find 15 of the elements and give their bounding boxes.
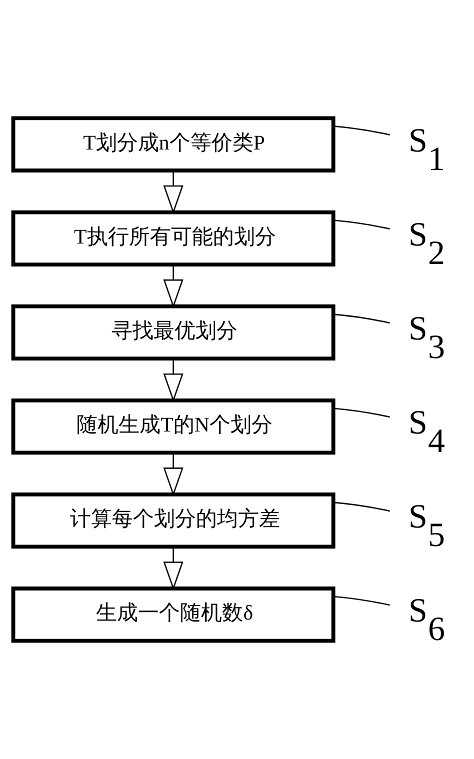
node-box: 寻找最优划分: [11, 304, 336, 361]
node-box: 随机生成T的N个划分: [11, 398, 336, 455]
connector: [333, 502, 390, 512]
connector: [333, 596, 390, 606]
arrow: [163, 452, 184, 496]
connector: [333, 220, 390, 230]
arrow: [163, 358, 184, 402]
arrow: [163, 264, 184, 308]
node-box: 计算每个划分的均方差: [11, 492, 336, 549]
node-box: T执行所有可能的划分: [11, 210, 336, 266]
connector: [333, 408, 390, 418]
node-box: T划分成n个等价类P: [11, 116, 336, 172]
connector: [333, 314, 390, 324]
connector: [333, 126, 390, 136]
node-box: 生成一个随机数δ: [11, 586, 336, 643]
